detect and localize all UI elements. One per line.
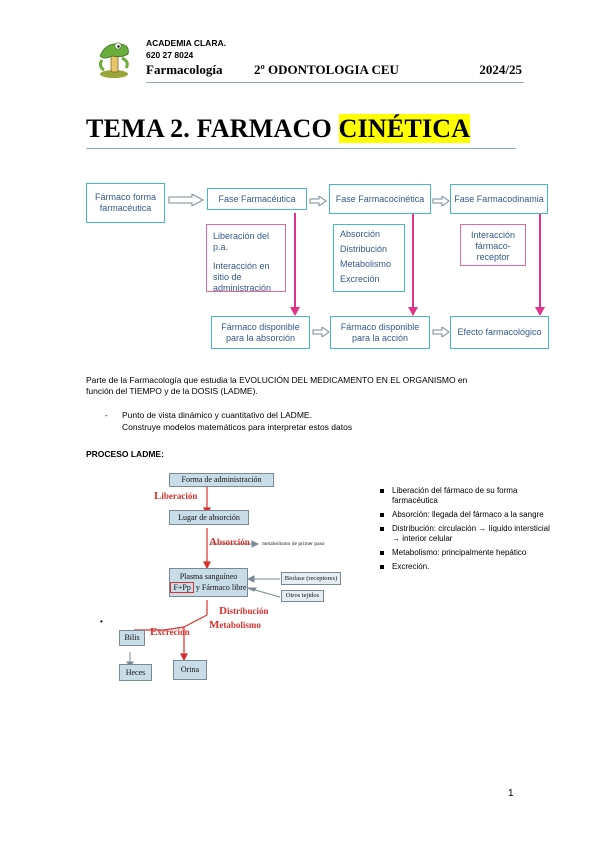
flow-phase1-details: Liberación del p.a. Interacción en sitio… (206, 224, 286, 293)
definition-distribucion: Distribución: circulación → líquido inte… (380, 524, 550, 544)
ladme-libre-label: y Fármaco libre (195, 583, 247, 592)
page-title: TEMA 2. FARMACO CINÉTICA (86, 114, 471, 144)
ladme-heces-label: Heces (125, 668, 146, 677)
ladme-primer-paso: metabolismo de primer paso (262, 541, 325, 547)
ladme-distribucion-initial: D (219, 605, 227, 617)
flow-out3-label: Efecto farmacológico (457, 327, 542, 337)
flow-phase2-box: Fase Farmacocinética (329, 184, 431, 214)
ladme-excrecion: Excreción (150, 626, 190, 638)
ladme-heces-box: Heces (119, 664, 152, 681)
flow-arrow-5 (432, 327, 450, 337)
academy-logo (92, 36, 136, 80)
ladme-metabolismo-rest: etabolismo (219, 620, 261, 630)
definition-liberacion: Liberación del fármaco de su forma farma… (380, 486, 550, 506)
ladme-otros-box: Otros tejidos (281, 590, 324, 602)
flow-phase1-box: Fase Farmacéutica (207, 188, 307, 210)
ladme-lugar-label: Lugar de absorción (178, 513, 240, 522)
definition-excrecion: Excreción. (380, 562, 550, 572)
flow-down-arrow-2 (408, 214, 418, 316)
flow-p1-item-2: Interacción en sitio de administración (213, 261, 272, 293)
flow-down-arrow-1 (290, 213, 300, 316)
flow-phase3-label: Fase Farmacodinamia (454, 193, 544, 204)
flow-p2-item-4: Excreción (340, 274, 380, 284)
definition-metabolismo: Metabolismo: principalmente hepático (380, 548, 550, 558)
header-year: 2024/25 (479, 62, 522, 77)
flow-out1-box: Fármaco disponible para la absorción (211, 316, 310, 349)
flow-arrow-3 (432, 196, 450, 206)
ladme-orina-label: Orina (180, 665, 200, 674)
flow-out2-box: Fármaco disponible para la acción (330, 316, 430, 349)
header-course: 2º ODONTOLOGIA CEU (254, 62, 399, 77)
ladme-distribucion-rest: istribución (226, 606, 269, 616)
flow-out3-box: Efecto farmacológico (450, 316, 549, 349)
flow-out1-label: Fármaco disponible para la absorción (221, 321, 300, 343)
flow-start-label: Fármaco forma farmacéutica (94, 192, 156, 213)
flow-phase1-label: Fase Farmacéutica (218, 193, 296, 204)
title-highlight: CINÉTICA (338, 114, 471, 143)
definition-absorcion: Absorción: llegada del fármaco a la sang… (380, 510, 550, 520)
academy-phone: 620 27 8024 (146, 50, 194, 60)
flow-start-box: Fármaco forma farmacéutica (86, 183, 165, 223)
flow-phase3-details: Interacción fármaco-receptor (460, 224, 526, 266)
flow-down-arrow-3 (535, 214, 545, 316)
ladme-liberacion: Liberación (154, 490, 197, 502)
flow-phase2-label: Fase Farmacocinética (335, 193, 425, 204)
flow-arrow-4 (312, 327, 330, 337)
ladme-metabolismo: Metabolismo (209, 619, 261, 631)
flow-p2-item-2: Distribución (340, 244, 388, 254)
flow-p2-item-1: Absorción (340, 229, 381, 239)
title-divider (86, 148, 516, 149)
flow-arrow-1 (168, 194, 204, 206)
ladme-bilis-box: Bilis (119, 630, 145, 646)
ladme-forma-label: Forma de administración (181, 475, 262, 484)
header-divider (146, 82, 524, 83)
ladme-plasma-box: Plasma sanguíneo F+Pp y Fármaco libre (169, 568, 248, 597)
flow-out2-label: Fármaco disponible para la acción (340, 321, 420, 343)
flow-phase3-box: Fase Farmacodinamia (450, 184, 548, 214)
flow-p1-item-1: Liberación del p.a. (213, 231, 270, 252)
ladme-metabolismo-initial: M (209, 619, 220, 631)
flow-phase2-details: Absorción Distribución Metabolismo Excre… (333, 224, 405, 292)
flow-arrow-2 (309, 196, 327, 206)
ladme-distribucion: Distribución (219, 605, 268, 617)
ladme-absorcion: Absorción (209, 536, 250, 548)
ladme-absorcion-rest: bsorción (216, 537, 250, 547)
ladme-plasma-label: Plasma sanguíneo (179, 572, 238, 581)
ladme-lugar-box: Lugar de absorción (169, 510, 249, 525)
intro-bullet-2: Construye modelos matemáticos para inter… (122, 422, 353, 432)
stray-bullet: • (100, 617, 103, 626)
proceso-heading: PROCESO LADME: (86, 449, 164, 459)
ladme-excrecion-rest: xcreción (157, 627, 190, 637)
flow-p3-item-1: Interacción fármaco-receptor (470, 230, 516, 262)
ladme-excrecion-initial: E (150, 626, 158, 638)
ladme-liberacion-rest: iberación (161, 491, 198, 501)
ladme-bilis-label: Bilis (124, 633, 140, 642)
ladme-fp-box: F+Pp (170, 582, 194, 593)
ladme-absorcion-initial: A (209, 536, 217, 548)
ladme-biofase-label: Biofase (receptores) (284, 575, 338, 582)
intro-line-2: función del TIEMPO y de la DOSIS (LADME)… (86, 386, 258, 396)
ladme-liberacion-initial: L (154, 490, 162, 502)
page-number: 1 (508, 788, 514, 799)
header-subject: Farmacología (146, 62, 223, 77)
title-prefix: TEMA 2. FARMACO (86, 114, 339, 143)
flow-p2-item-3: Metabolismo (340, 259, 392, 269)
ladme-forma-box: Forma de administración (169, 473, 274, 487)
ladme-plasma-row: F+Pp y Fármaco libre (170, 582, 247, 593)
intro-line-1: Parte de la Farmacología que estudia la … (86, 375, 468, 385)
academy-name: ACADEMIA CLARA. (146, 38, 226, 48)
intro-dash: - (105, 410, 108, 420)
ladme-definitions-list: Liberación del fármaco de su forma farma… (380, 486, 550, 576)
ladme-orina-box: Orina (173, 660, 207, 680)
ladme-otros-label: Otros tejidos (285, 592, 320, 599)
intro-bullet-1: Punto de vista dinámico y cuantitativo d… (122, 410, 312, 420)
ladme-biofase-box: Biofase (receptores) (281, 572, 341, 585)
